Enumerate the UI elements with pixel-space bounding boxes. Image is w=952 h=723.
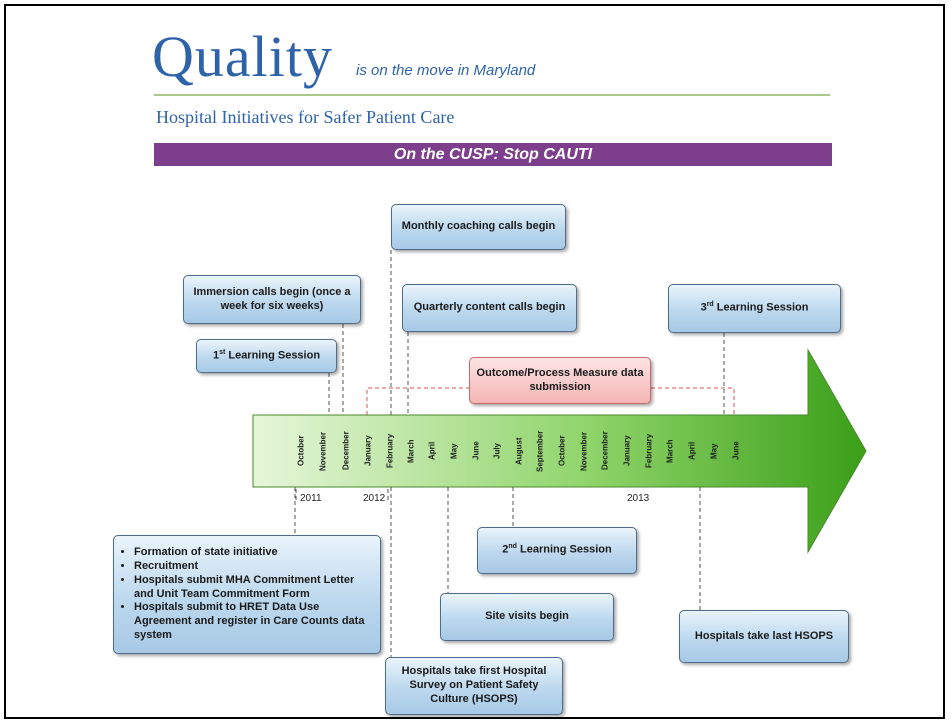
monthly-coaching-box: Monthly coaching calls begin: [391, 204, 566, 250]
month-label: November: [318, 431, 328, 471]
first-ordinal-suffix: st: [219, 348, 226, 356]
month-label: March: [406, 439, 416, 463]
outcome-measure-text: Outcome/Process Measure data submission: [476, 366, 644, 393]
year-label-2011: 2011: [300, 493, 322, 504]
state-initiative-item: Hospitals submit to HRET Data Use Agreem…: [134, 601, 374, 642]
monthly-coaching-text: Monthly coaching calls begin: [401, 220, 556, 233]
year-label-2013: 2013: [627, 493, 650, 504]
month-label: May: [709, 443, 719, 459]
month-label: January: [622, 435, 632, 467]
brand-tagline: is on the move in Maryland: [356, 62, 536, 79]
quarterly-calls-text: Quarterly content calls begin: [413, 301, 566, 314]
quarterly-calls-box: Quarterly content calls begin: [402, 284, 577, 332]
state-initiative-item: Recruitment: [134, 560, 374, 574]
state-initiative-item: Formation of state initiative: [134, 546, 374, 560]
immersion-calls-box: Immersion calls begin (once a week for s…: [183, 275, 361, 324]
month-label: November: [579, 431, 589, 471]
state-initiative-list: Formation of state initiative Recruitmen…: [120, 546, 374, 642]
hsops-last-text: Hospitals take last HSOPS: [694, 629, 834, 642]
month-label: January: [363, 435, 373, 467]
timeline-arrow: [252, 348, 867, 554]
outcome-bracket-right: [651, 387, 735, 415]
second-ordinal-number: 2: [502, 543, 509, 556]
month-label: April: [427, 441, 437, 461]
third-session-label: Learning Session: [713, 301, 809, 314]
third-ordinal-number: 3: [700, 301, 707, 314]
month-label: July: [492, 443, 502, 460]
second-ordinal-suffix: nd: [508, 543, 517, 551]
second-session-label: Learning Session: [516, 543, 612, 556]
site-visits-text: Site visits begin: [485, 610, 569, 623]
month-label: October: [557, 435, 567, 467]
second-learning-session-box: 2nd Learning Session: [477, 527, 637, 574]
brand-title: Quality: [152, 24, 333, 89]
second-learning-session-text: 2nd Learning Session: [502, 543, 611, 557]
slide-frame: [4, 4, 945, 719]
month-label: August: [514, 437, 524, 465]
outcome-bracket: [366, 387, 469, 415]
third-learning-session-box: 3rd Learning Session: [668, 284, 841, 333]
third-ordinal-suffix: rd: [706, 301, 714, 309]
program-banner: On the CUSP: Stop CAUTI: [154, 143, 832, 166]
hsops-first-box: Hospitals take first Hospital Survey on …: [385, 657, 563, 715]
month-label: June: [731, 441, 741, 461]
month-label: December: [600, 431, 610, 471]
header-divider: [154, 94, 830, 96]
state-initiative-item: Hospitals submit MHA Commitment Letter a…: [134, 574, 374, 602]
month-label: February: [385, 433, 395, 469]
state-initiative-box: Formation of state initiative Recruitmen…: [113, 535, 381, 654]
site-visits-box: Site visits begin: [440, 593, 614, 641]
first-learning-session-text: 1st Learning Session: [213, 349, 320, 363]
third-learning-session-text: 3rd Learning Session: [701, 301, 809, 315]
month-label: September: [535, 430, 545, 472]
subtitle: Hospital Initiatives for Safer Patient C…: [156, 107, 455, 127]
month-label: March: [665, 439, 675, 463]
month-label: June: [471, 441, 481, 461]
outcome-measure-box: Outcome/Process Measure data submission: [469, 357, 651, 404]
month-label: February: [644, 433, 654, 469]
first-ordinal-number: 1: [212, 349, 220, 362]
first-learning-session-box: 1st Learning Session: [196, 339, 337, 373]
month-label: October: [296, 435, 306, 467]
month-label: May: [449, 443, 459, 459]
immersion-calls-text: Immersion calls begin (once a week for s…: [193, 285, 351, 312]
hsops-last-box: Hospitals take last HSOPS: [679, 610, 849, 663]
year-label-2012: 2012: [363, 493, 386, 504]
first-session-label: Learning Session: [225, 349, 321, 362]
hsops-first-text: Hospitals take first Hospital Survey on …: [401, 665, 547, 705]
month-label: April: [687, 441, 697, 461]
month-label: December: [341, 431, 351, 471]
